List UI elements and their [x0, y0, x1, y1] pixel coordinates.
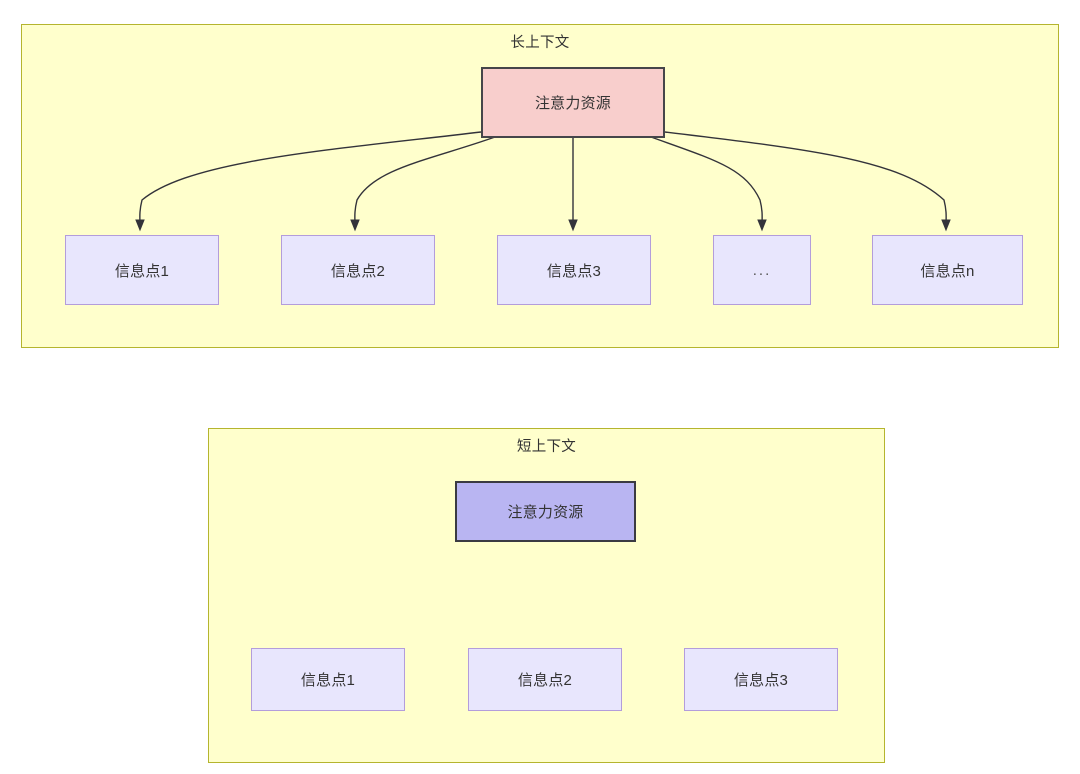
node-label: 注意力资源	[534, 95, 611, 112]
node-attention-resource-short[interactable]: 注意力资源	[455, 481, 636, 542]
node-info-point-2-long[interactable]: 信息点2	[281, 235, 435, 305]
group-title-long-context: 长上下文	[510, 35, 570, 51]
node-info-point-ellipsis-long[interactable]: ...	[713, 235, 811, 305]
node-attention-resource-long[interactable]: 注意力资源	[481, 67, 665, 138]
node-info-point-1-long[interactable]: 信息点1	[65, 235, 219, 305]
group-short-context: 短上下文	[208, 428, 885, 763]
node-label: 信息点2	[330, 262, 386, 280]
node-info-point-2-short[interactable]: 信息点2	[468, 648, 622, 711]
node-label: 信息点1	[300, 672, 356, 689]
group-title-short-context: 短上下文	[516, 439, 577, 455]
node-label: 信息点n	[920, 262, 975, 280]
node-label: 信息点3	[546, 262, 602, 280]
node-info-point-n-long[interactable]: 信息点n	[872, 235, 1023, 305]
node-info-point-1-short[interactable]: 信息点1	[251, 648, 405, 711]
node-label: 信息点2	[517, 672, 573, 689]
node-label: 信息点1	[114, 262, 170, 280]
node-info-point-3-short[interactable]: 信息点3	[684, 648, 838, 711]
node-label: 注意力资源	[507, 504, 584, 521]
node-label: ...	[752, 261, 772, 279]
node-label: 信息点3	[733, 672, 789, 689]
node-info-point-3-long[interactable]: 信息点3	[497, 235, 651, 305]
